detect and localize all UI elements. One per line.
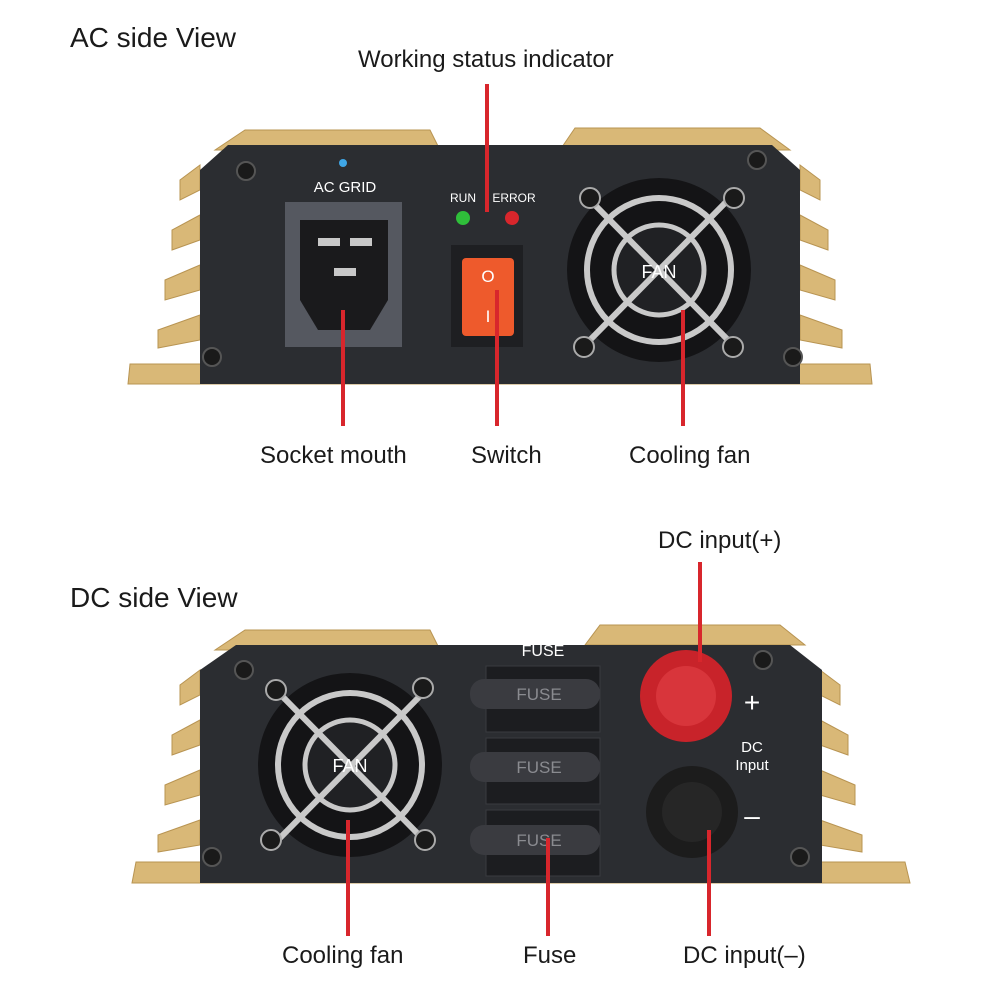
ac-fan-label: FAN [641,262,676,282]
socket-leader-line [341,310,345,426]
screw-icon [260,829,282,851]
dc-fan-label: FAN [332,756,367,776]
run-led-icon [456,211,470,225]
fuse-callout: Fuse [523,942,577,969]
error-led-icon [505,211,519,225]
switch-on-label: I [486,307,491,326]
switch-leader-line [495,290,499,426]
ac-fan-leader-line [681,310,685,426]
switch-callout: Switch [471,442,542,469]
screw-icon [579,187,601,209]
screw-icon [265,679,287,701]
dc-view-heading: DC side View [70,582,238,613]
screw-icon [723,187,745,209]
dc-cooling-fan: FAN [258,673,442,857]
ac-indicator-dot [339,159,347,167]
screw-icon [202,347,222,367]
fuse-3-label: FUSE [516,831,561,850]
dc-positive-terminal [640,650,732,742]
dc-positive-callout: DC input(+) [658,527,782,554]
dc-fan-callout: Cooling fan [282,942,404,969]
fuse-item [470,825,600,855]
ac-side-illustration: AC GRID RUN ERROR O I FAN [127,127,873,385]
fuse-item [470,752,600,782]
ac-view-heading: AC side View [70,22,237,53]
ac-cooling-fan: FAN [567,178,751,362]
fuse-item [470,679,600,709]
screw-icon [202,847,222,867]
dc-negative-callout: DC input(–) [683,942,806,969]
ac-fan-callout: Cooling fan [629,442,751,469]
fuse-2-label: FUSE [516,758,561,777]
minus-label: – [744,800,760,831]
socket-callout: Socket mouth [260,442,407,469]
status-indicator-leader-line [485,84,489,212]
plus-label: + [744,687,760,718]
screw-icon [747,150,767,170]
screw-icon [722,336,744,358]
ac-grid-label: AC GRID [314,179,377,196]
error-led-label: ERROR [492,191,536,205]
fuse-block: FUSE FUSE FUSE [470,665,601,877]
dc-input-label-line2: Input [735,757,769,774]
screw-icon [234,660,254,680]
dc-negative-terminal [646,766,738,858]
status-indicator-callout: Working status indicator [358,46,614,73]
dc-fan-leader-line [346,820,350,936]
fuse-1-label: FUSE [516,685,561,704]
screw-icon [414,829,436,851]
run-led-label: RUN [450,191,476,205]
fuse-header-label: FUSE [522,643,565,660]
screw-icon [783,347,803,367]
dc-negative-leader-line [707,830,711,936]
dc-input-label-line1: DC [741,739,763,756]
screw-icon [753,650,773,670]
switch-off-label: O [481,267,494,286]
power-switch [462,258,514,336]
screw-icon [236,161,256,181]
fuse-leader-line [546,838,550,936]
screw-icon [412,677,434,699]
screw-icon [573,336,595,358]
screw-icon [790,847,810,867]
dc-positive-leader-line [698,562,702,662]
dc-side-illustration: FAN FUSE FUSE FUSE FUSE + DC Input – [131,624,911,884]
